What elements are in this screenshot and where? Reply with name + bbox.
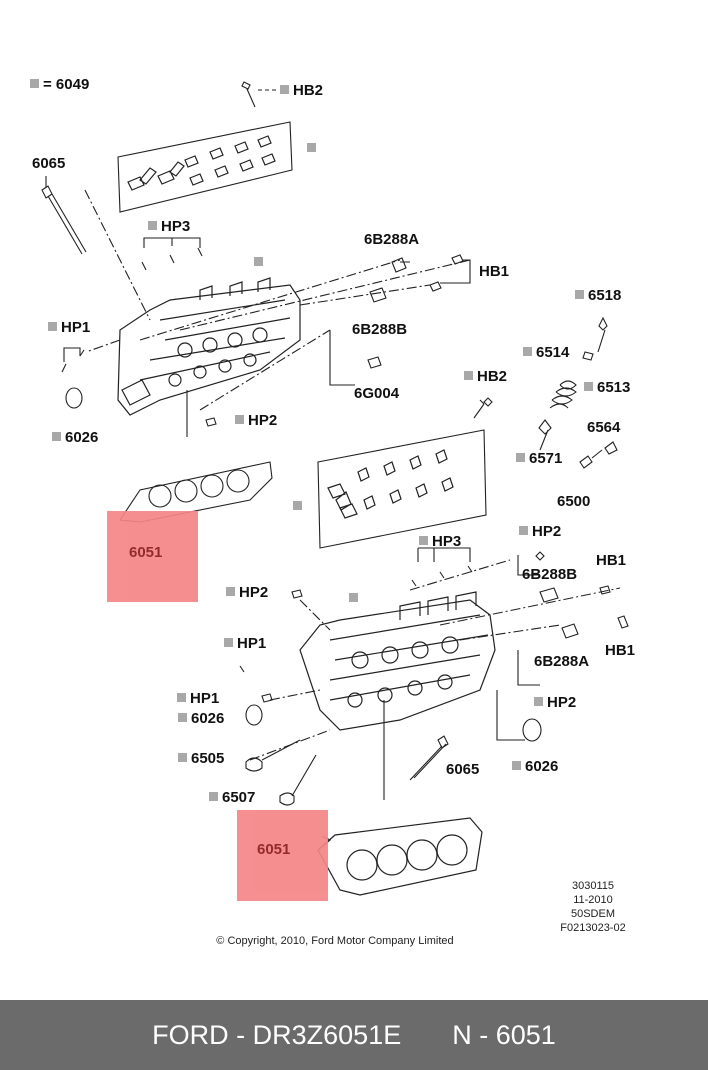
part-label-6505[interactable]: 6505 <box>178 751 224 767</box>
ref-code: 3030115 <box>571 880 614 892</box>
part-label-hb2-top[interactable]: HB2 <box>280 83 323 99</box>
part-label-hp1-left[interactable]: HP1 <box>48 320 90 336</box>
plug-6026-left <box>65 387 83 409</box>
head-gasket-lower <box>317 817 483 896</box>
sensor-6b288b-top <box>369 287 387 303</box>
part-label-6564[interactable]: 6564 <box>587 419 621 436</box>
part-label-hp1-lower[interactable]: HP1 <box>224 636 266 652</box>
cam-follower-box-top <box>117 121 293 213</box>
footer-bar: FORD - DR3Z6051E N - 6051 <box>0 1000 708 1070</box>
valve-6507 <box>279 754 317 806</box>
part-label-6026-left[interactable]: 6026 <box>52 430 98 446</box>
sensor-6b288b-lower <box>539 587 559 603</box>
part-label-hp2-bottom-right[interactable]: HP2 <box>534 695 576 711</box>
legend: = 6049 <box>30 77 89 93</box>
part-label-6g004[interactable]: 6G004 <box>354 385 400 402</box>
followers-top <box>127 135 276 191</box>
ref-code: 50SDEM <box>570 908 616 920</box>
legend-text: = 6049 <box>43 76 90 93</box>
cam-follower-box-mid <box>317 429 487 549</box>
pushrod-6065-top <box>41 185 87 255</box>
part-label-6518[interactable]: 6518 <box>575 288 621 304</box>
copyright-notice: © Copyright, 2010, Ford Motor Company Li… <box>216 935 454 947</box>
sensor-6g004 <box>367 356 382 369</box>
cylinder-head-lower <box>299 591 496 731</box>
sensor-6b288a-lower <box>561 623 579 639</box>
part-label-6b288a-top[interactable]: 6B288A <box>364 231 420 248</box>
part-label-6026-bottom-right[interactable]: 6026 <box>512 759 558 775</box>
part-label-hb1-top[interactable]: HB1 <box>479 263 510 280</box>
ref-code: 11-2010 <box>573 894 613 906</box>
part-label-hb2-mid[interactable]: HB2 <box>464 369 507 385</box>
legend-square-icon <box>349 593 358 602</box>
ref-code: F0213023-02 <box>560 922 626 934</box>
pushrod-6065-lower <box>409 735 449 781</box>
part-label-6b288b-top[interactable]: 6B288B <box>352 321 408 338</box>
cylinder-head-upper <box>117 277 301 416</box>
reference-codes: 3030115 11-2010 50SDEM F0213023-02 <box>548 879 638 935</box>
bolt-hb2-top <box>241 81 256 108</box>
part-label-6065-lower[interactable]: 6065 <box>446 761 480 778</box>
footer-part-number: FORD - DR3Z6051E <box>152 1020 402 1050</box>
part-label-hp3-lower[interactable]: HP3 <box>419 534 461 550</box>
footer-reference-number: N - 6051 <box>452 1020 556 1050</box>
part-label-6051-lower[interactable]: 6051 <box>257 841 291 858</box>
legend-square-icon <box>254 257 263 266</box>
followers-mid <box>327 449 454 519</box>
part-label-6500[interactable]: 6500 <box>557 493 591 510</box>
valve-assembly-right <box>538 316 618 469</box>
part-label-6507[interactable]: 6507 <box>209 790 255 806</box>
legend-square-icon <box>307 143 316 152</box>
part-label-6513[interactable]: 6513 <box>584 380 630 396</box>
part-label-6b288a-lower[interactable]: 6B288A <box>534 653 590 670</box>
plug-6026-lower-right <box>522 718 542 742</box>
part-label-6051-upper[interactable]: 6051 <box>129 544 163 561</box>
legend-square-icon <box>30 79 39 88</box>
sensor-6b288a-top <box>391 257 410 273</box>
highlight-6051-upper: 6051 <box>107 511 198 602</box>
part-label-6514[interactable]: 6514 <box>523 345 569 361</box>
part-label-hb1-right[interactable]: HB1 <box>596 552 627 569</box>
valve-6505 <box>245 739 301 772</box>
part-label-hp3-top[interactable]: HP3 <box>148 219 190 235</box>
part-label-hp2-mid[interactable]: HP2 <box>235 413 277 429</box>
highlight-6051-lower: 6051 <box>237 810 328 901</box>
part-label-hp2-right[interactable]: HP2 <box>519 524 561 540</box>
plug-6026-lower-left <box>245 704 263 726</box>
parts-diagram-drawing <box>41 81 629 896</box>
part-label-6065-top[interactable]: 6065 <box>32 155 66 172</box>
part-label-6026-bottom-left[interactable]: 6026 <box>178 711 224 727</box>
legend-square-icon <box>293 501 302 510</box>
part-label-hb1-lower[interactable]: HB1 <box>605 642 636 659</box>
part-label-hp2-left[interactable]: HP2 <box>226 585 268 601</box>
part-label-6b288b-lower[interactable]: 6B288B <box>522 566 578 583</box>
part-label-hp1-bottom[interactable]: HP1 <box>177 691 219 707</box>
part-label-6571[interactable]: 6571 <box>516 451 562 467</box>
